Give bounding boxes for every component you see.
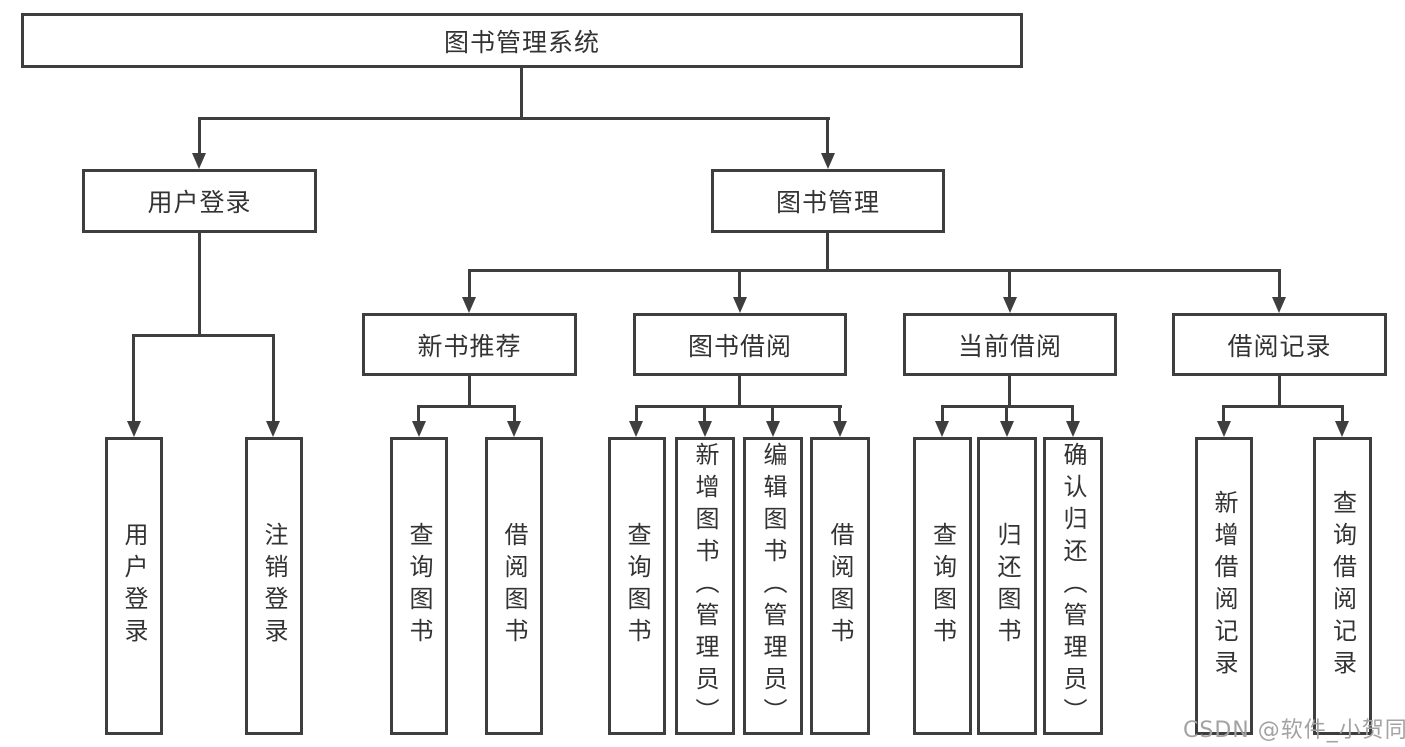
leaf-logout: 注销登录 — [245, 437, 303, 735]
leaf-label: 确认归还（管理员） — [1059, 442, 1087, 730]
leaf-label: 查询图书 — [623, 522, 651, 650]
node-label: 图书管理系统 — [443, 27, 600, 57]
arrowhead-cb-confirm-icon — [1066, 421, 1080, 437]
connector-new-book-rail — [417, 405, 516, 408]
leaf-label: 归还图书 — [993, 522, 1021, 650]
leaf-cb-confirm-return-admin: 确认归还（管理员） — [1043, 437, 1103, 735]
leaf-label: 查询图书 — [928, 522, 957, 650]
connector-to-nb-borrow — [513, 405, 516, 422]
arrowhead-nb-borrow-icon — [507, 421, 521, 437]
arrowhead-bb-add-icon — [698, 421, 712, 437]
node-current-borrow: 当前借阅 — [903, 313, 1117, 376]
csdn-watermark: CSDN @软件_小贺同学 — [1183, 718, 1405, 743]
connector-root-stub — [520, 68, 523, 120]
connector-book-management-stub — [826, 231, 829, 271]
arrowhead-br-add-icon — [1217, 421, 1231, 437]
node-label: 借阅记录 — [1227, 331, 1332, 361]
node-borrow-record: 借阅记录 — [1172, 313, 1387, 376]
leaf-label: 新增借阅记录 — [1210, 490, 1238, 682]
leaf-label: 查询借阅记录 — [1328, 490, 1357, 682]
connector-to-cb-query — [941, 405, 944, 422]
connector-to-new-book — [468, 269, 471, 299]
leaf-br-add-record: 新增借阅记录 — [1195, 437, 1253, 735]
leaf-label: 注销登录 — [260, 522, 288, 650]
connector-new-book-stub — [468, 374, 471, 407]
connector-to-nb-query — [417, 405, 420, 422]
connector-book-borrow-stub — [738, 374, 741, 407]
leaf-label: 用户登录 — [120, 522, 148, 650]
arrowhead-borrow-record-icon — [1272, 297, 1286, 313]
arrowhead-bb-query-icon — [629, 421, 643, 437]
node-book-management: 图书管理 — [711, 169, 945, 233]
connector-book-borrow-rail — [635, 405, 842, 408]
leaf-nb-query-books: 查询图书 — [390, 437, 448, 735]
connector-current-borrow-stub — [1008, 374, 1011, 407]
leaf-label: 查询图书 — [405, 522, 433, 650]
leaf-bb-query-books: 查询图书 — [608, 437, 666, 735]
arrowhead-current-borrow-icon — [1003, 297, 1017, 313]
connector-level2-rail — [198, 117, 830, 120]
connector-to-cb-confirm — [1071, 405, 1074, 422]
connector-to-bb-edit — [771, 405, 774, 422]
leaf-label: 新增图书（管理员） — [691, 442, 719, 730]
arrowhead-book-borrow-icon — [733, 297, 747, 313]
connector-to-leaf-logout — [272, 334, 275, 422]
connector-to-bb-borrow — [838, 405, 841, 422]
node-library-management-system: 图书管理系统 — [21, 13, 1023, 68]
leaf-label: 编辑图书（管理员） — [759, 442, 787, 730]
connector-to-leaf-login — [132, 334, 135, 422]
leaf-bb-edit-books-admin: 编辑图书（管理员） — [743, 437, 803, 735]
node-label: 用户登录 — [147, 188, 252, 217]
arrowhead-book-management-icon — [821, 153, 835, 169]
leaf-bb-borrow-books: 借阅图书 — [810, 437, 870, 735]
connector-to-cb-return — [1005, 405, 1008, 422]
leaf-cb-query-books: 查询图书 — [913, 437, 972, 735]
connector-to-bb-add — [703, 405, 706, 422]
node-label: 新书推荐 — [417, 331, 522, 361]
arrowhead-user-login-icon — [192, 153, 206, 169]
arrowhead-nb-query-icon — [412, 421, 426, 437]
leaf-label: 借阅图书 — [826, 522, 854, 650]
connector-to-bb-query — [635, 405, 638, 422]
arrowhead-br-query-icon — [1335, 421, 1349, 437]
arrowhead-new-book-icon — [462, 297, 476, 313]
connector-borrow-record-rail — [1222, 405, 1344, 408]
connector-borrow-record-stub — [1278, 374, 1281, 407]
node-label: 图书管理 — [775, 188, 880, 217]
node-book-borrow: 图书借阅 — [633, 313, 847, 376]
arrowhead-bb-edit-icon — [766, 421, 780, 437]
arrowhead-leaf-logout-icon — [266, 421, 280, 437]
node-new-book-recommend: 新书推荐 — [362, 313, 577, 376]
node-label: 图书借阅 — [687, 331, 792, 361]
connector-to-current-borrow — [1008, 269, 1011, 299]
connector-to-br-add — [1222, 405, 1225, 422]
leaf-bb-add-books-admin: 新增图书（管理员） — [675, 437, 735, 735]
leaf-cb-return-books: 归还图书 — [977, 437, 1037, 735]
connector-to-borrow-record — [1278, 269, 1281, 299]
leaf-user-login: 用户登录 — [105, 437, 163, 735]
connector-level3-rail — [468, 269, 1281, 272]
arrowhead-cb-return-icon — [1000, 421, 1014, 437]
leaf-label: 借阅图书 — [500, 522, 528, 650]
node-label: 当前借阅 — [957, 331, 1062, 361]
connector-to-user-login — [198, 117, 201, 154]
leaf-br-query-record: 查询借阅记录 — [1313, 437, 1372, 735]
arrowhead-leaf-login-icon — [127, 421, 141, 437]
connector-user-login-rail — [132, 334, 275, 337]
connector-to-br-query — [1341, 405, 1344, 422]
arrowhead-cb-query-icon — [935, 421, 949, 437]
connector-to-book-borrow — [738, 269, 741, 299]
connector-user-login-stub — [198, 231, 201, 335]
arrowhead-bb-borrow-icon — [833, 421, 847, 437]
leaf-nb-borrow-books: 借阅图书 — [485, 437, 543, 735]
connector-to-book-management — [826, 117, 829, 154]
node-user-login: 用户登录 — [82, 169, 317, 233]
